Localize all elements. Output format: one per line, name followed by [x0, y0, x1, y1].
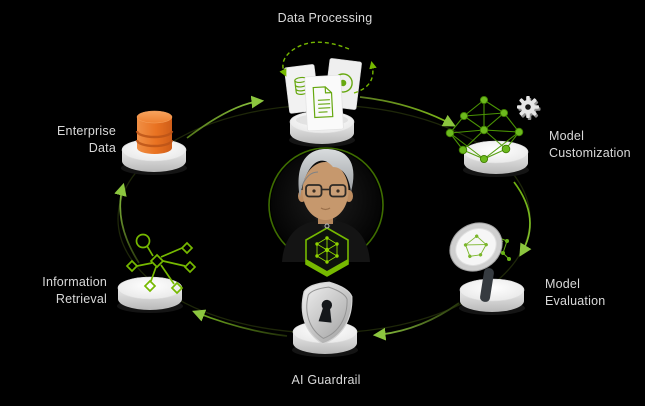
label-ai-guardrail: AI Guardrail [291, 373, 361, 387]
retrieval-graph-icon [125, 233, 197, 295]
stage-data-processing [279, 41, 377, 148]
arrow-enterprise-to-processing [186, 95, 265, 139]
arrow-customization-to-evaluation [513, 181, 532, 257]
stage-model-customization [445, 95, 541, 178]
center-avatar-group [268, 147, 384, 277]
database-icon [135, 110, 174, 154]
gear-icon [517, 96, 541, 120]
label-data-processing: Data Processing [277, 11, 373, 25]
label-enterprise-data: Enterprise Data [57, 124, 116, 155]
stage-information-retrieval [116, 233, 197, 314]
pedestal [462, 140, 530, 178]
label-model-customization: Model Customization [549, 129, 631, 160]
processing-loop-arrows [279, 41, 377, 94]
shield-keyhole-icon [301, 281, 353, 345]
arrow-evaluation-to-guardrail [372, 302, 460, 341]
stage-ai-guardrail [291, 281, 359, 358]
arrow-guardrail-to-retrieval [192, 309, 288, 337]
nim-hex-network-badge [305, 223, 349, 277]
stage-enterprise-data [120, 110, 188, 176]
flow-arrows [114, 95, 532, 341]
neural-network-icon [445, 95, 524, 164]
documents-stack-icon [284, 58, 362, 132]
label-model-evaluation: Model Evaluation [545, 277, 606, 308]
stage-model-evaluation [449, 222, 526, 316]
magnifier-network-icon [449, 222, 511, 302]
arrow-processing-to-customization [359, 96, 456, 127]
label-information-retrieval: Information Retrieval [42, 275, 107, 306]
arrow-retrieval-to-enterprise [114, 182, 140, 264]
